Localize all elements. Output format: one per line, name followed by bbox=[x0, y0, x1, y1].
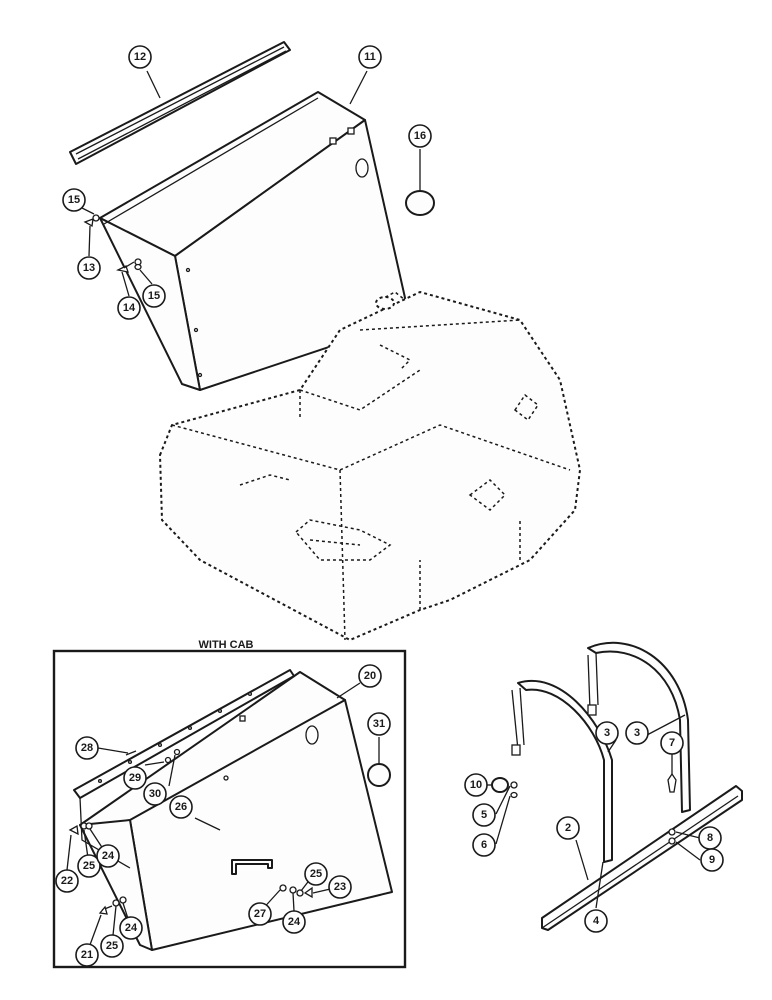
callout-12: 12 bbox=[128, 45, 152, 69]
svg-text:24: 24 bbox=[125, 922, 138, 934]
svg-text:20: 20 bbox=[364, 670, 376, 682]
svg-text:25: 25 bbox=[310, 868, 322, 880]
svg-text:10: 10 bbox=[470, 779, 482, 791]
callout-23: 23 bbox=[328, 875, 352, 899]
svg-text:22: 22 bbox=[61, 875, 73, 887]
callout-14: 14 bbox=[117, 296, 141, 320]
tank-support bbox=[491, 641, 743, 931]
callout-25: 25 bbox=[304, 862, 328, 886]
callout-15: 15 bbox=[62, 188, 86, 212]
callout-24: 24 bbox=[282, 910, 306, 934]
svg-text:26: 26 bbox=[175, 801, 187, 813]
svg-text:14: 14 bbox=[123, 302, 136, 314]
inset-title: WITH CAB bbox=[199, 639, 254, 651]
callout-31: 31 bbox=[367, 712, 391, 736]
svg-text:9: 9 bbox=[709, 854, 715, 866]
leader-lines bbox=[66, 70, 701, 954]
callout-11: 11 bbox=[358, 45, 382, 69]
svg-text:3: 3 bbox=[604, 727, 610, 739]
callout-16: 16 bbox=[408, 124, 432, 148]
callout-7: 7 bbox=[660, 731, 684, 755]
callout-21: 21 bbox=[75, 943, 99, 967]
callout-8: 8 bbox=[698, 826, 722, 850]
callout-20: 20 bbox=[358, 664, 382, 688]
cab-plug bbox=[367, 763, 391, 787]
svg-text:25: 25 bbox=[106, 940, 118, 952]
seal-strip bbox=[69, 41, 291, 165]
callout-24: 24 bbox=[119, 916, 143, 940]
callout-28: 28 bbox=[75, 736, 99, 760]
callout-13: 13 bbox=[77, 256, 101, 280]
svg-text:6: 6 bbox=[481, 839, 487, 851]
callout-6: 6 bbox=[472, 833, 496, 857]
svg-text:12: 12 bbox=[134, 51, 146, 63]
svg-text:21: 21 bbox=[81, 949, 93, 961]
callout-27: 27 bbox=[248, 902, 272, 926]
svg-text:24: 24 bbox=[102, 850, 115, 862]
upper-hardware bbox=[83, 214, 142, 273]
callout-3: 3 bbox=[625, 721, 649, 745]
callout-25: 25 bbox=[100, 934, 124, 958]
callout-24: 24 bbox=[96, 844, 120, 868]
svg-text:2: 2 bbox=[565, 822, 571, 834]
callout-29: 29 bbox=[123, 766, 147, 790]
svg-text:16: 16 bbox=[414, 130, 426, 142]
cab-hardware bbox=[68, 748, 313, 915]
callout-5: 5 bbox=[472, 803, 496, 827]
svg-text:4: 4 bbox=[593, 915, 600, 927]
callout-26: 26 bbox=[169, 795, 193, 819]
svg-text:28: 28 bbox=[81, 742, 93, 754]
svg-text:5: 5 bbox=[481, 809, 487, 821]
svg-text:3: 3 bbox=[634, 727, 640, 739]
svg-text:15: 15 bbox=[68, 194, 80, 206]
svg-text:27: 27 bbox=[254, 908, 266, 920]
callout-9: 9 bbox=[700, 848, 724, 872]
callout-15: 15 bbox=[142, 284, 166, 308]
callout-25: 25 bbox=[77, 854, 101, 878]
svg-text:25: 25 bbox=[83, 860, 95, 872]
callout-10: 10 bbox=[464, 773, 488, 797]
with-cab-inset: WITH CAB bbox=[52, 639, 407, 969]
svg-text:24: 24 bbox=[288, 916, 301, 928]
svg-text:31: 31 bbox=[373, 718, 385, 730]
callout-2: 2 bbox=[556, 816, 580, 840]
svg-text:15: 15 bbox=[148, 290, 160, 302]
svg-text:11: 11 bbox=[364, 51, 376, 63]
callout-3: 3 bbox=[595, 721, 619, 745]
callout-4: 4 bbox=[584, 909, 608, 933]
cab-shield bbox=[73, 669, 393, 951]
callout-22: 22 bbox=[55, 869, 79, 893]
callout-30: 30 bbox=[143, 782, 167, 806]
svg-text:29: 29 bbox=[129, 772, 141, 784]
svg-text:8: 8 bbox=[707, 832, 713, 844]
svg-text:13: 13 bbox=[83, 262, 95, 274]
svg-text:7: 7 bbox=[669, 737, 675, 749]
svg-text:23: 23 bbox=[334, 881, 346, 893]
svg-text:30: 30 bbox=[149, 788, 161, 800]
fuel-tank bbox=[159, 291, 581, 641]
plug bbox=[405, 190, 435, 216]
